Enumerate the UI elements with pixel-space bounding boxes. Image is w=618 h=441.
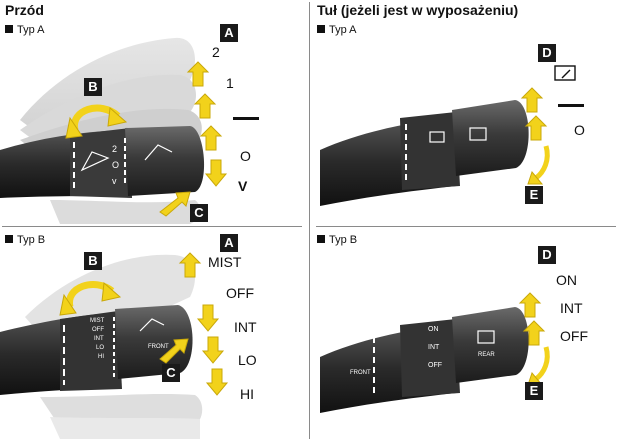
position-label-2: 2 — [212, 44, 220, 60]
position-dash-line — [558, 104, 584, 107]
rear-type-a-label: Typ A — [317, 24, 357, 37]
svg-text:O: O — [112, 160, 119, 170]
up-arrows — [186, 61, 223, 151]
position-label-hi: HI — [240, 386, 254, 402]
square-bullet-icon — [5, 235, 13, 243]
position-label-o: O — [574, 122, 585, 138]
position-label-1: 1 — [226, 75, 234, 91]
position-label-lo: LO — [238, 352, 257, 368]
wiper-knob — [115, 305, 193, 379]
rear-wiper-icon — [554, 65, 576, 81]
svg-text:2: 2 — [112, 144, 117, 154]
badge-d: D — [538, 246, 556, 264]
wiper-knob — [452, 307, 529, 383]
badge-b: B — [84, 252, 102, 270]
rear-type-a-illustration — [320, 65, 576, 206]
square-bullet-icon — [317, 235, 325, 243]
front-title: Przód — [5, 2, 44, 18]
stalk-mark-int: INT — [428, 344, 440, 351]
stalk-mark-int: INT — [94, 336, 104, 342]
position-label-on: ON — [556, 272, 577, 288]
badge-b: B — [84, 78, 102, 96]
stalk-mark-rear: REAR — [478, 352, 495, 358]
stalk-mark-on: ON — [428, 326, 439, 333]
wiper-knob — [125, 126, 205, 196]
stalk-mark-off: OFF — [92, 327, 104, 333]
vertical-divider — [309, 2, 310, 439]
pull-arrow-c — [159, 191, 191, 217]
svg-text:v: v — [112, 176, 117, 186]
position-arrows — [520, 87, 548, 141]
ghost-position-mist — [50, 200, 201, 224]
position-label-int: INT — [234, 319, 257, 335]
rear-type-b-label: Typ B — [317, 234, 357, 247]
wiper-icon — [80, 144, 173, 172]
front-type-b-label: Typ B — [5, 234, 45, 247]
position-label-o: O — [240, 148, 251, 164]
rear-type-b-illustration — [320, 292, 550, 413]
push-arrow-e — [534, 346, 550, 381]
down-arrows — [204, 159, 228, 187]
badge-c: C — [190, 204, 208, 222]
stalk-mark-hi: HI — [98, 354, 104, 360]
badge-e: E — [525, 382, 543, 400]
position-label-int: INT — [560, 300, 583, 316]
wiper-knob — [452, 100, 529, 176]
stalk-mark-front: FRONT — [350, 370, 371, 376]
front-type-a-illustration: 2 O v — [0, 37, 228, 224]
stalk-collar — [70, 128, 132, 198]
push-arrow-e — [534, 145, 550, 180]
badge-d: D — [538, 44, 556, 62]
square-bullet-icon — [317, 25, 325, 33]
position-arrows — [178, 252, 229, 396]
position-label-off: OFF — [226, 285, 254, 301]
rear-divider — [316, 226, 616, 227]
stalk-mark-mist: MIST — [90, 318, 105, 324]
stalk-mark-front: FRONT — [148, 344, 169, 350]
position-dash-line — [233, 117, 259, 120]
position-label-v: V — [238, 178, 248, 194]
front-type-b-illustration — [0, 252, 229, 439]
position-label-mist: MIST — [208, 254, 242, 270]
badge-e: E — [525, 186, 543, 204]
badge-c: C — [162, 364, 180, 382]
pull-arrow-c — [159, 338, 189, 364]
wiper-icon — [139, 318, 165, 332]
position-arrows — [518, 292, 546, 346]
square-bullet-icon — [5, 25, 13, 33]
badge-a: A — [220, 234, 238, 252]
rear-title: Tuł (jeżeli jest w wyposażeniu) — [317, 2, 519, 18]
stalk-mark-lo: LO — [96, 345, 105, 351]
stalk-mark-off: OFF — [428, 362, 442, 369]
position-label-off: OFF — [560, 328, 588, 344]
front-type-a-label: Typ A — [5, 24, 45, 37]
front-divider — [2, 226, 302, 227]
badge-a: A — [220, 24, 238, 42]
